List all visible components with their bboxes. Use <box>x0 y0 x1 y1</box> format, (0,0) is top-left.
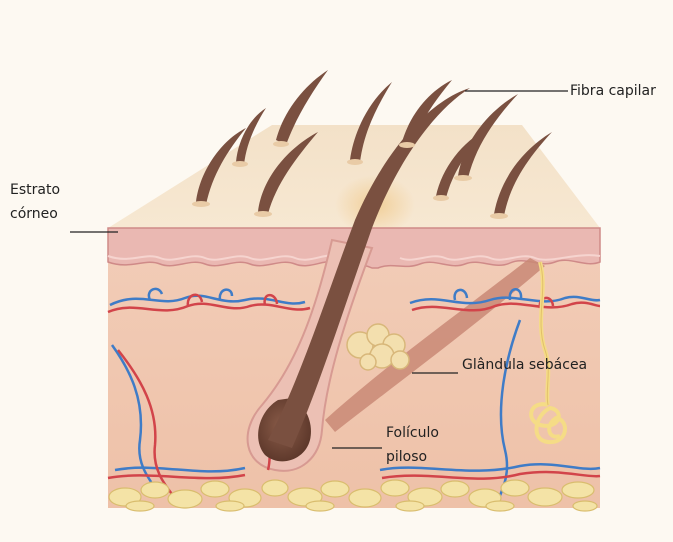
label-stratum-corneum-line2: córneo <box>10 204 58 224</box>
label-hair-follicle-line2: piloso <box>386 447 427 467</box>
label-stratum-corneum-line1: Estrato <box>10 180 60 200</box>
label-hair-fiber: Fibra capilar <box>570 81 656 101</box>
label-sebaceous-gland: Glândula sebácea <box>462 355 587 375</box>
label-hair-follicle-line1: Folículo <box>386 423 439 443</box>
